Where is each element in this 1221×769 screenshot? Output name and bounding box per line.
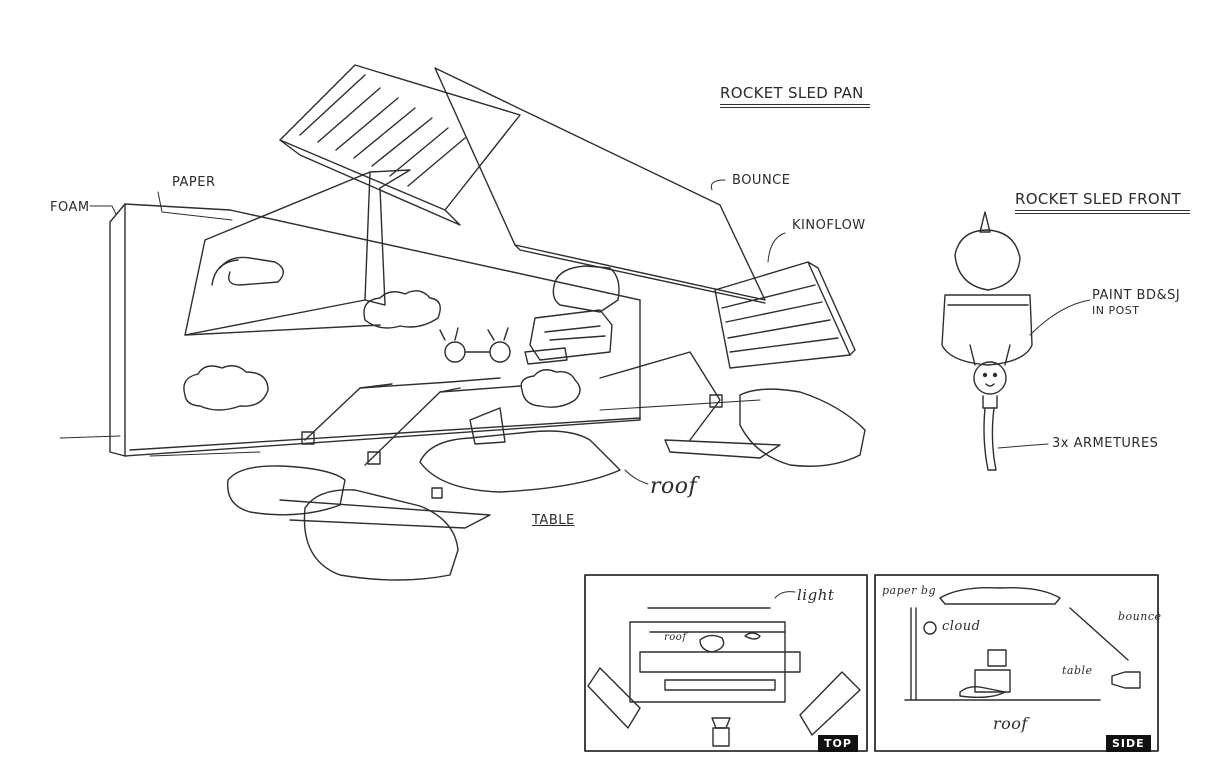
title-underline — [720, 104, 870, 105]
top-label-roof: roof — [664, 632, 687, 643]
cloud-sketches — [183, 290, 581, 411]
side-label-roof: roof — [993, 714, 1028, 733]
label-table: TABLE — [532, 513, 575, 528]
side-label-paper-bg: paper bg — [882, 584, 936, 597]
side-label-bounce: bounce — [1118, 610, 1162, 623]
armatures — [301, 351, 723, 499]
title-rocket-sled-front: ROCKET SLED FRONT — [1015, 190, 1181, 208]
roof-rubble — [419, 407, 621, 493]
title-underline — [1015, 213, 1190, 214]
label-foam: FOAM — [50, 200, 90, 215]
label-armatures: 3x ARMETURES — [1052, 436, 1159, 451]
paper-background — [129, 209, 641, 451]
rocket-sled — [439, 265, 620, 365]
top-label-light: light — [797, 586, 835, 604]
foam-board — [109, 203, 641, 457]
top-panel-tag: TOP — [818, 735, 858, 752]
label-bounce: BOUNCE — [732, 173, 791, 188]
side-label-table: table — [1062, 664, 1093, 677]
label-in-post: IN POST — [1092, 304, 1140, 317]
side-panel-tag: SIDE — [1106, 735, 1151, 752]
title-underline — [720, 107, 870, 108]
side-view-panel — [874, 574, 1159, 752]
label-paper: PAPER — [172, 175, 216, 190]
top-view-panel — [584, 574, 868, 752]
front-leader-lines — [997, 299, 1091, 449]
bounce-board — [434, 67, 766, 304]
title-rocket-sled-pan: ROCKET SLED PAN — [720, 84, 864, 102]
kinoflow-light — [714, 261, 856, 369]
label-paint: PAINT BD&SJ — [1092, 288, 1181, 303]
rocket-sled-front-view — [941, 211, 1033, 471]
diffusion-box — [184, 169, 411, 336]
title-underline — [1015, 210, 1190, 211]
sandbags — [226, 388, 866, 581]
leader-lines — [89, 179, 786, 485]
side-label-cloud: cloud — [942, 619, 981, 634]
label-kinoflow: KINOFLOW — [792, 218, 866, 233]
overhead-light — [279, 64, 521, 226]
label-roof: roof — [650, 474, 698, 499]
